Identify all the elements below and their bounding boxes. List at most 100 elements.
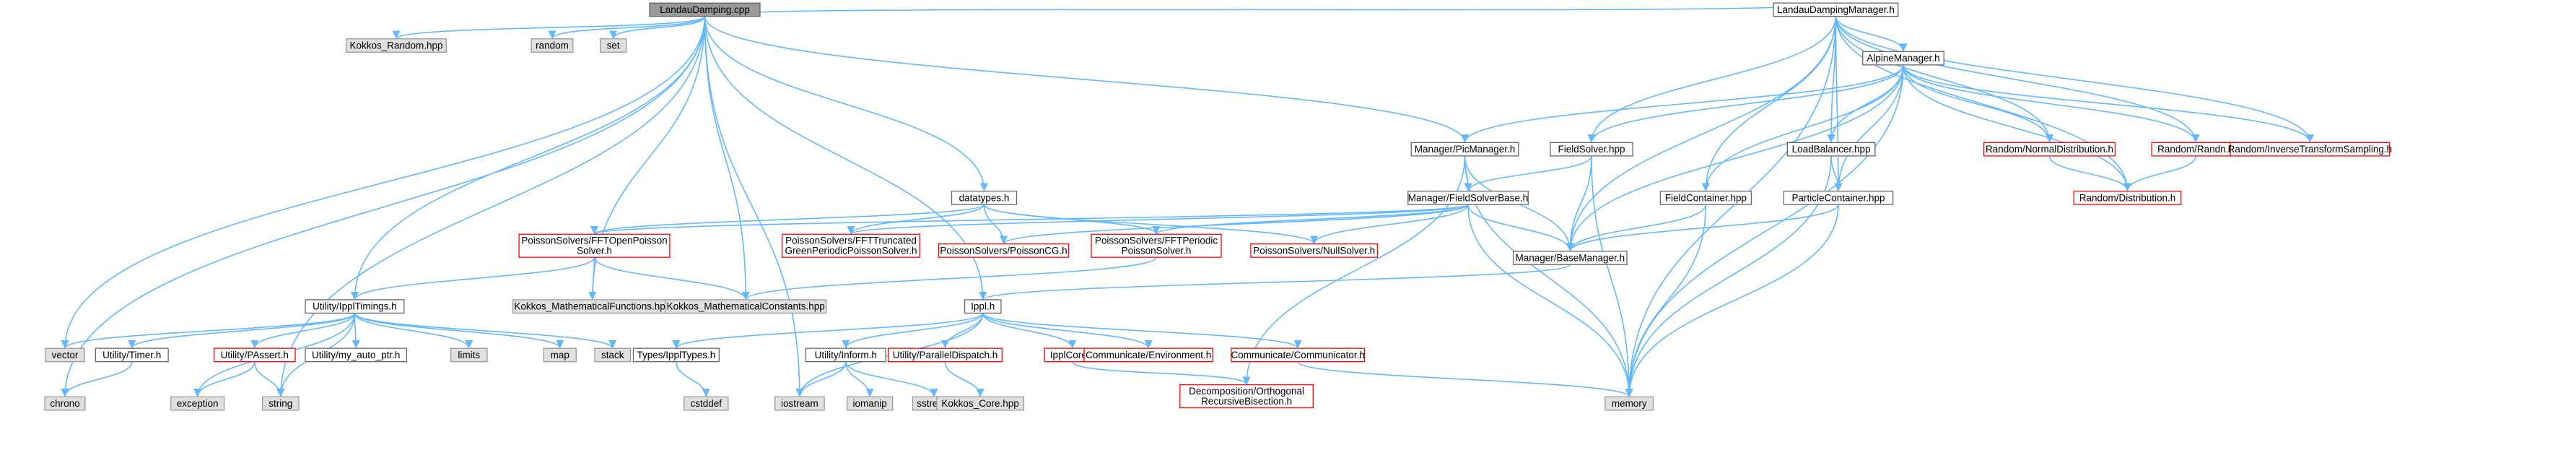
node-datatypes-h[interactable]: datatypes.h	[951, 190, 1018, 205]
node-landaudamping-cpp[interactable]: LandauDamping.cpp	[649, 2, 761, 17]
edge-particlecontainer-hpp-to-memory	[1625, 204, 1839, 397]
edge-landaudampingmanager-h-to-manager-basemanager-h	[1566, 16, 1837, 251]
node-manager-picmanager-h[interactable]: Manager/PicManager.h	[1410, 142, 1519, 157]
node-utility-ippltimings-h[interactable]: Utility/IpplTimings.h	[305, 299, 405, 314]
node-communicate-environment-h[interactable]: Communicate/Environment.h	[1083, 347, 1213, 363]
node-label: Solver.h	[577, 246, 612, 256]
node-label: Manager/FieldSolverBase.h	[1408, 192, 1529, 203]
edge-types-ippltypes-h-to-cstddef	[676, 361, 710, 397]
node-box	[261, 396, 300, 411]
edge-landaudampingmanager-h-to-alpinemanager-h	[1835, 16, 1908, 52]
node-utility-inform-h[interactable]: Utility/Inform.h	[805, 347, 886, 363]
node-label: Utility/Timer.h	[102, 350, 161, 360]
edge-alpinemanager-h-to-manager-basemanager-h	[1566, 64, 1904, 251]
node-box	[44, 396, 86, 411]
node-box	[1512, 251, 1628, 265]
node-label: exception	[177, 398, 219, 409]
node-box	[2073, 190, 2182, 205]
node-fieldcontainer-hpp[interactable]: FieldContainer.hpp	[1659, 190, 1752, 205]
node-alpinemanager-h[interactable]: AlpineManager.h	[1862, 51, 1944, 66]
edge-utility-ippltimings-h-to-map	[354, 313, 564, 349]
edge-datatypes-h-to-poissonsolvers-ffttruncated	[847, 204, 985, 235]
edge-landaudampingmanager-h-to-random-distribution-h	[1835, 16, 2132, 191]
node-ippl-h[interactable]: Ippl.h	[964, 299, 1002, 314]
node-decomposition-orb[interactable]: Decomposition/OrthogonalRecursiveBisecti…	[1179, 384, 1314, 409]
edge-poissonsolvers-fftopenpoissonsolver-h-to-utility-ippltimings-h	[350, 256, 595, 301]
node-random-inversetransformsampling-h[interactable]: Random/InverseTransformSampling.h	[2228, 142, 2393, 157]
node-utility-paralleldispatch-h[interactable]: Utility/ParallelDispatch.h	[888, 347, 1003, 363]
node-box	[1231, 347, 1366, 363]
node-landaudampingmanager-h[interactable]: LandauDampingManager.h	[1773, 2, 1899, 17]
node-random-normaldistribution-h[interactable]: Random/NormalDistribution.h	[1983, 142, 2116, 157]
edge-ippl-h-to-utility-inform-h	[842, 313, 984, 349]
edge-landaudamping-cpp-to-utility-ippltimings-h	[350, 16, 706, 300]
node-types-ippltypes-h[interactable]: Types/IpplTypes.h	[632, 347, 720, 363]
node-label: PoissonSolvers/FFTPeriodic	[1095, 236, 1218, 246]
node-box	[170, 396, 225, 411]
node-box	[1410, 142, 1519, 157]
edge-utility-inform-h-to-sstream	[845, 361, 938, 397]
edge-particlecontainer-hpp-to-manager-basemanager-h	[1566, 204, 1839, 252]
node-label: chrono	[50, 398, 79, 409]
edge-random-randn-h-to-random-distribution-h	[2123, 155, 2196, 191]
node-communicate-communicator-h[interactable]: Communicate/Communicator.h	[1231, 347, 1366, 363]
node-box	[1083, 347, 1213, 363]
node-label: Ippl.h	[971, 301, 995, 312]
node-label: ParticleContainer.hpp	[1791, 192, 1885, 203]
node-manager-fieldsolverbase-h[interactable]: Manager/FieldSolverBase.h	[1407, 190, 1529, 205]
node-label: PoissonSolver.h	[1122, 246, 1192, 256]
node-box	[1604, 396, 1654, 411]
node-utility-timer-h[interactable]: Utility/Timer.h	[95, 347, 169, 363]
node-label: PoissonSolvers/FFTOpenPoisson	[521, 236, 667, 246]
node-random-randn-h[interactable]: Random/Randn.h	[2151, 142, 2240, 157]
edge-utility-ippltimings-h-to-utility-passert-h	[250, 313, 356, 349]
node-poissonsolvers-fftperiodic[interactable]: PoissonSolvers/FFTPeriodicPoissonSolver.…	[1091, 233, 1222, 258]
node-memory: memory	[1604, 396, 1654, 411]
edge-landaudampingmanager-h-to-memory	[1625, 16, 1837, 397]
node-label: FieldSolver.hpp	[1558, 144, 1625, 155]
edge-datatypes-h-to-poissonsolvers-fftopenpoissonsolver-h	[590, 204, 985, 235]
node-box	[951, 190, 1018, 205]
node-label: Kokkos_Random.hpp	[349, 40, 442, 51]
edge-ippl-h-to-communicate-communicator-h	[982, 312, 1302, 349]
node-box	[664, 299, 827, 314]
edge-manager-fieldsolverbase-h-to-poissonsolvers-poissoncg-h	[1000, 204, 1469, 245]
edge-utility-ippltimings-h-to-limits	[354, 313, 473, 349]
node-poissonsolvers-nullsolver-h[interactable]: PoissonSolvers/NullSolver.h	[1250, 243, 1379, 258]
node-kokkos-random-hpp: Kokkos_Random.hpp	[346, 38, 447, 53]
edge-alpinemanager-h-to-random-inversetransformsampling-h	[1903, 64, 2314, 143]
node-box	[781, 233, 921, 258]
node-box	[1550, 142, 1633, 157]
node-random-distribution-h[interactable]: Random/Distribution.h	[2073, 190, 2182, 205]
node-label: PoissonSolvers/PoissonCG.h	[940, 245, 1067, 256]
node-label: Decomposition/Orthogonal	[1189, 386, 1304, 397]
edge-landaudampingmanager-h-to-random-normaldistribution-h	[1835, 16, 2054, 143]
node-box	[632, 347, 720, 363]
node-loadbalancer-hpp[interactable]: LoadBalancer.hpp	[1786, 142, 1876, 157]
node-label: iostream	[781, 398, 818, 409]
edge-utility-ippltimings-h-to-stack	[354, 313, 617, 349]
node-box	[1862, 51, 1944, 66]
node-label: Random/Distribution.h	[2079, 192, 2176, 203]
node-box	[95, 347, 169, 363]
node-box	[599, 38, 627, 53]
node-fieldsolver-hpp[interactable]: FieldSolver.hpp	[1550, 142, 1633, 157]
node-poissonsolvers-ffttruncated[interactable]: PoissonSolvers/FFTTruncatedGreenPeriodic…	[781, 233, 921, 258]
edge-landaudampingmanager-h-to-random-randn-h	[1835, 16, 2200, 143]
edge-utility-inform-h-to-iostream	[795, 361, 847, 397]
node-manager-basemanager-h[interactable]: Manager/BaseManager.h	[1512, 251, 1628, 265]
node-utility-my-auto-ptr-h[interactable]: Utility/my_auto_ptr.h	[305, 347, 408, 363]
node-poissonsolvers-poissoncg-h[interactable]: PoissonSolvers/PoissonCG.h	[938, 243, 1070, 258]
node-label: FieldContainer.hpp	[1665, 192, 1747, 203]
node-box	[805, 347, 886, 363]
node-label: Random/NormalDistribution.h	[1986, 144, 2113, 155]
node-box	[305, 347, 408, 363]
node-label: Communicate/Communicator.h	[1231, 350, 1365, 360]
edge-communicate-communicator-h-to-memory	[1297, 360, 1633, 398]
node-box	[543, 347, 577, 363]
node-utility-passert-h[interactable]: Utility/PAssert.h	[213, 347, 296, 363]
edge-landaudamping-cpp-to-string	[276, 16, 706, 397]
node-label: random	[536, 40, 569, 51]
node-particlecontainer-hpp[interactable]: ParticleContainer.hpp	[1783, 190, 1894, 205]
